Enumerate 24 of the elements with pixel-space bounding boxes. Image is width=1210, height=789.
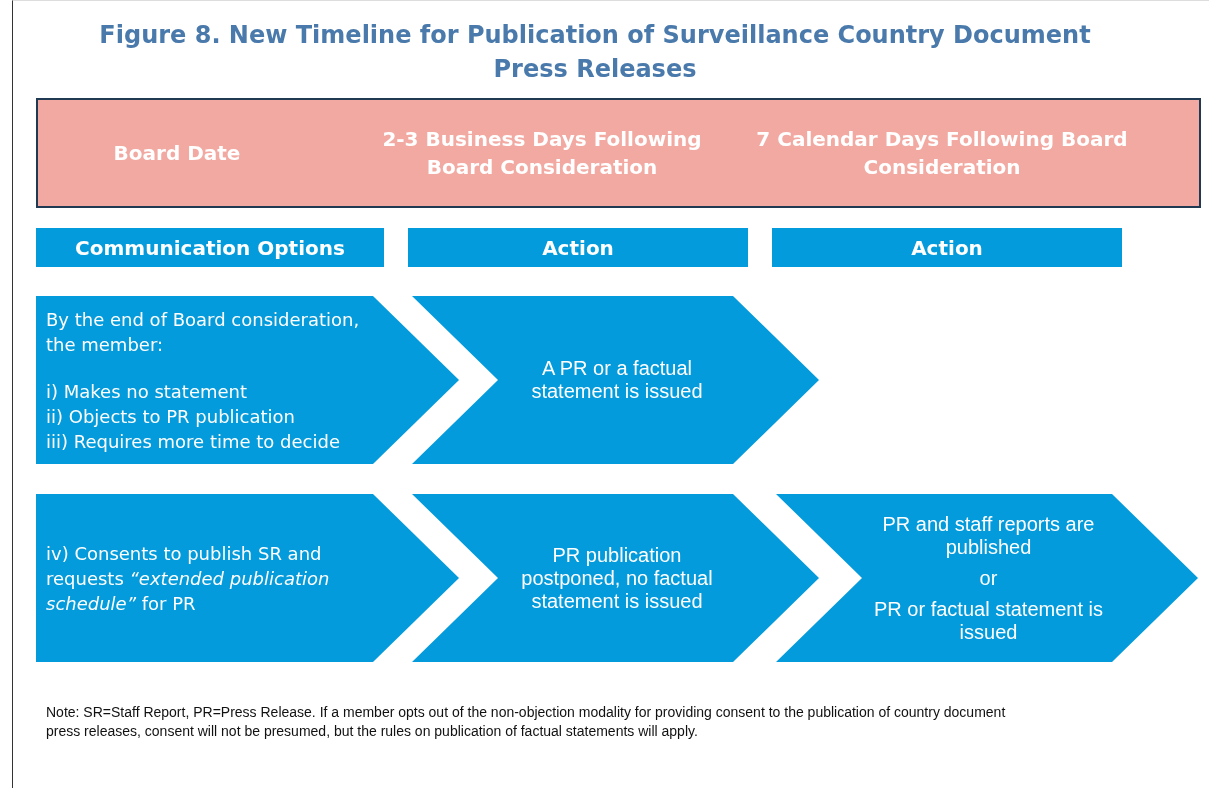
chevron-text: ii) Objects to PR publication — [46, 404, 296, 429]
chevron-shape — [412, 494, 819, 662]
chevron-text: i) Makes no statement — [46, 379, 249, 404]
timeline-heading: 2-3 Business Days Following Board Consideration — [381, 126, 703, 181]
chevron-shape — [412, 296, 819, 464]
chevron-text: PR or factual statement is issued — [873, 597, 1104, 644]
timeline-heading: Board Date — [112, 140, 242, 167]
timeline-heading: 7 Calendar Days Following Board Consideration — [755, 126, 1129, 181]
column-header: Action — [408, 228, 748, 267]
column-header: Action — [772, 228, 1122, 267]
chevron-text: PR and staff reports are published — [881, 512, 1096, 559]
figure-title: Figure 8. New Timeline for Publication of Surveillance Country Document Press Releases — [98, 20, 1092, 85]
chevron-shape — [776, 494, 1198, 662]
timeline-band — [36, 98, 1201, 208]
chevron-text: or — [978, 566, 999, 590]
note-text: Note: SR=Staff Report, PR=Press Release. If a member opts out of the non-objection modality for providing consent to the publication of country document press releases, consent will not be presumed, but the rules on publication of factual statements will apply. — [46, 703, 1007, 741]
chevron-text: By the end of Board consideration, the member: — [46, 307, 361, 357]
chevron-text: iii) Requires more time to decide — [46, 429, 341, 454]
chevron-text: PR publication postponed, no factual statement is issued — [520, 543, 714, 613]
chevron-shape — [36, 494, 459, 662]
chevron-shape — [36, 296, 459, 464]
chevron-text: iv) Consents to publish SR and requests “extended publication schedule” for PR — [46, 541, 331, 616]
chevron-text: A PR or a factual statement is issued — [530, 357, 704, 403]
column-header: Communication Options — [36, 228, 384, 267]
